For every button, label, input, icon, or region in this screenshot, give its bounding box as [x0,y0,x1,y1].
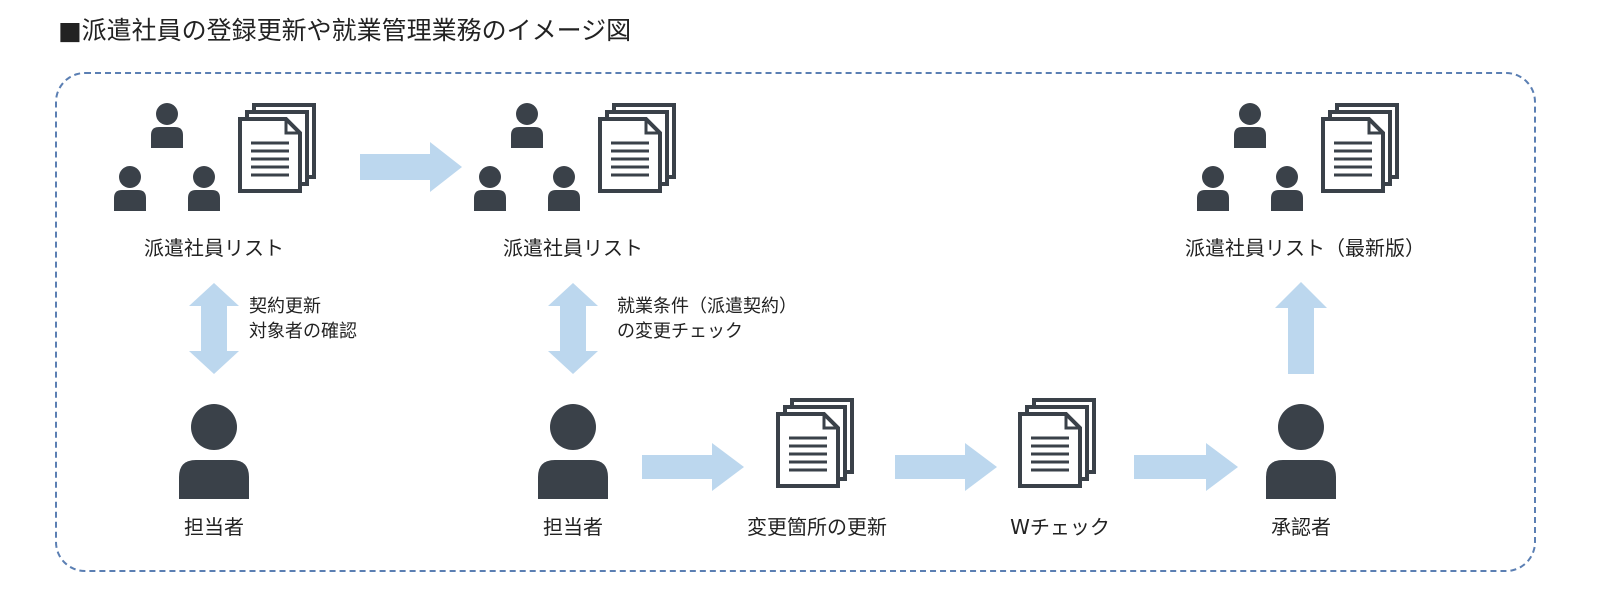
approver-label: 承認者 [1271,515,1331,539]
document-stack-icon [238,103,316,193]
employee-group-icon [1197,103,1303,211]
page-title: ■派遣社員の登録更新や就業管理業務のイメージ図 [58,16,632,45]
double-check-label: Wチェック [1010,515,1110,539]
employee-list-label: 派遣社員リスト [144,236,284,260]
process-frame [55,72,1536,572]
approver-person-icon [1266,404,1336,499]
employee-group-icon [114,103,220,211]
work-conditions-note: 就業条件（派遣契約） [617,296,797,317]
employee-group-icon [474,103,580,211]
right-arrow-icon [360,142,462,192]
right-arrow-icon [1134,443,1238,491]
right-arrow-icon [895,443,997,491]
person-icon [179,404,249,499]
document-update-label: 変更箇所の更新 [747,515,887,539]
document-stack-icon [1321,103,1399,193]
latest-employee-list-label: 派遣社員リスト（最新版） [1185,236,1425,260]
person-icon [538,404,608,499]
person-label: 担当者 [184,515,244,539]
right-arrow-icon [642,443,744,491]
contract-renewal-note: 契約更新 [249,296,321,317]
employee-list-label: 派遣社員リスト [503,236,643,260]
work-conditions-note: の変更チェック [617,321,743,342]
person-label: 担当者 [543,515,603,539]
double-arrow-icon [189,283,239,374]
double-arrow-icon [548,283,598,374]
contract-renewal-note: 対象者の確認 [249,321,357,342]
document-stack-icon [1018,398,1096,488]
up-arrow-icon [1275,282,1327,374]
document-stack-icon [598,103,676,193]
document-stack-icon [776,398,854,488]
